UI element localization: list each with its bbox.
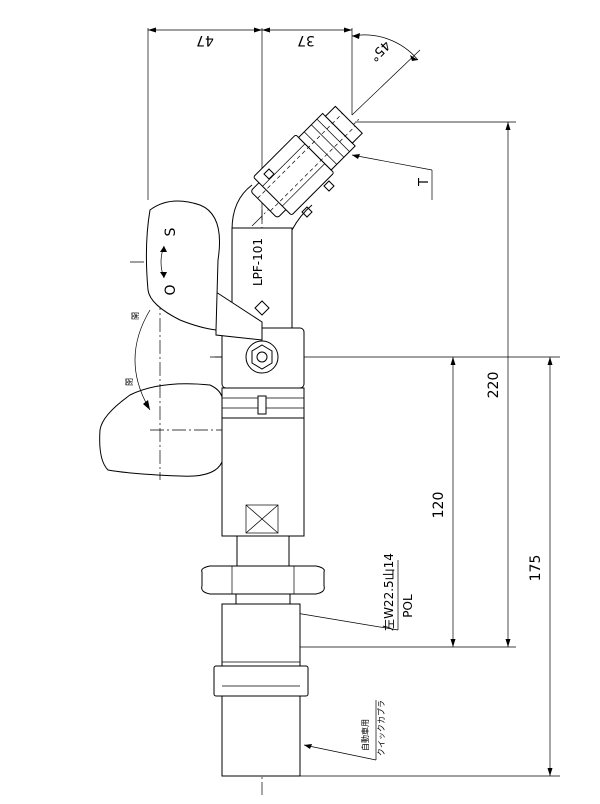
coupler-callout: 自動車用 クイックカプラ (303, 700, 386, 761)
ms-diamond-icon (263, 168, 335, 218)
right-dimensions: 220 120 175 (215, 121, 560, 777)
lever-swing-arc: 開 閉 (125, 309, 151, 411)
quick-coupler (213, 603, 309, 777)
coupler-note-1: 自動車用 (360, 719, 370, 751)
thread-spec-callout: 左W22.5山14 POL (289, 553, 415, 631)
callout-t-label: T (417, 178, 432, 187)
callout-t: T (351, 154, 433, 200)
lower-body (221, 387, 305, 567)
angled-outlet-body (231, 105, 363, 231)
open-mark: 開 (131, 312, 140, 320)
lever-o-label: O (163, 284, 179, 295)
dimension-37: 37 (297, 32, 315, 48)
dimension-120: 120 (431, 492, 447, 519)
dimension-angle-45: 45° (366, 37, 393, 64)
close-mark: 閉 (125, 378, 134, 386)
dimension-47: 47 (196, 32, 214, 48)
model-label: LPF-101 (251, 238, 265, 286)
dimension-220: 220 (486, 372, 502, 399)
hex-nut (201, 565, 325, 595)
lever-s-label: S (163, 227, 179, 236)
dimension-175: 175 (528, 555, 544, 582)
pol-label: POL (401, 594, 415, 618)
rotate-arrow-icon (160, 245, 167, 279)
thread-spec-label: 左W22.5山14 (381, 553, 396, 631)
lever-handle: S O (145, 200, 221, 331)
coupler-note-2: クイックカプラ (377, 700, 386, 756)
